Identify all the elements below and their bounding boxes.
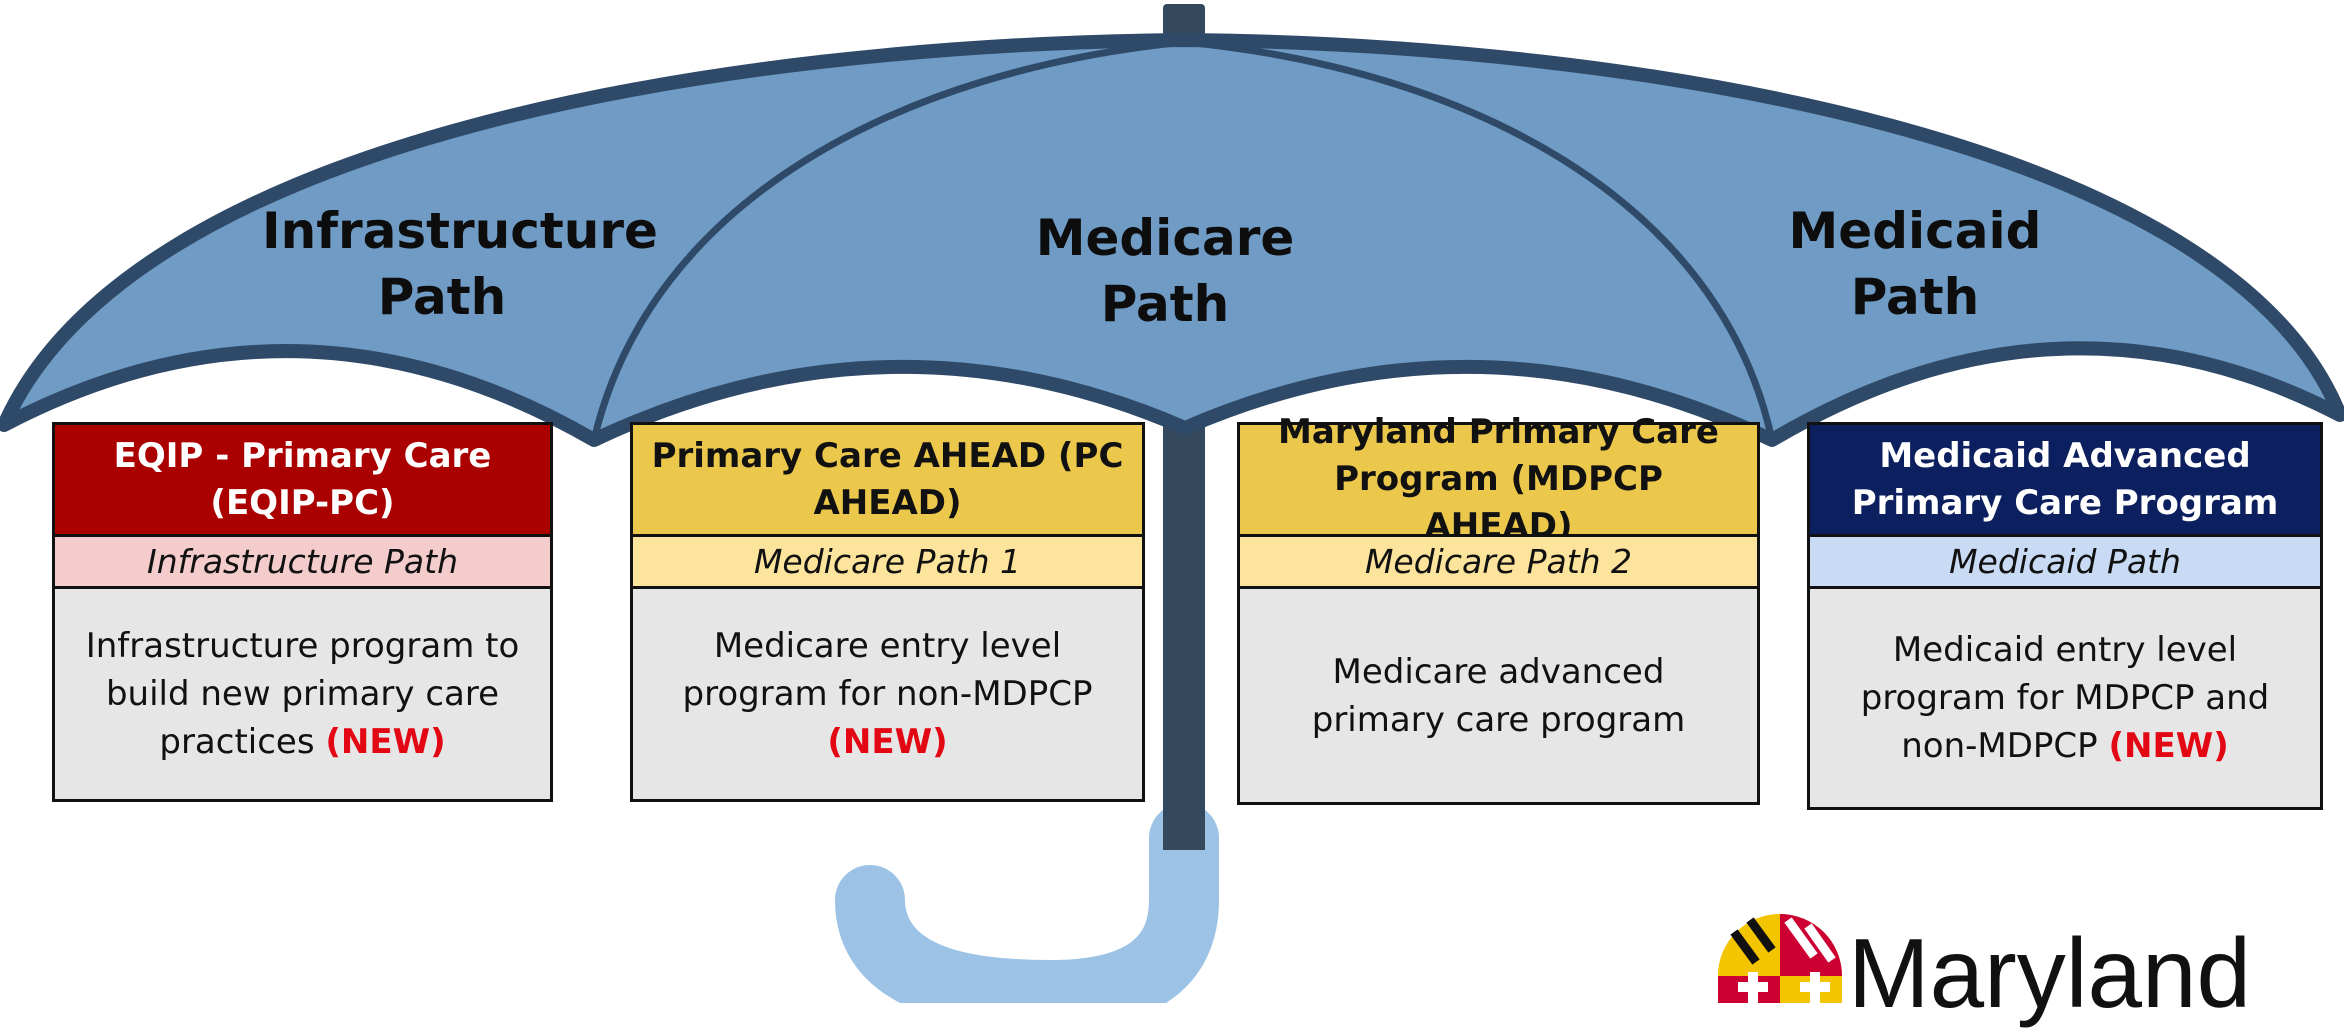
medicaid-path-title: Medicaid Path: [1788, 202, 2042, 326]
maryland-logo-text: Maryland: [1848, 918, 2252, 1028]
new-badge: (NEW): [2108, 726, 2229, 766]
new-badge: (NEW): [325, 722, 446, 762]
umbrella-handle: [835, 803, 1219, 1003]
program-card-medicaid: Medicaid Advanced Primary Care Program M…: [1807, 422, 2323, 810]
program-card-mdpcp: Maryland Primary Care Program (MDPCP AHE…: [1237, 412, 1760, 805]
program-description-text: Medicare entry level program for non-MDP…: [682, 626, 1093, 714]
maryland-flag-logo: [1718, 914, 1842, 1003]
program-description-text: Infrastructure program to build new prim…: [85, 626, 520, 762]
program-description: Infrastructure program to build new prim…: [55, 589, 550, 799]
program-path-label: Infrastructure Path: [55, 537, 550, 589]
umbrella-rib-right: [1184, 38, 1776, 441]
infrastructure-path-title: Infrastructure Path: [262, 202, 658, 326]
program-path-label: Medicare Path 2: [1240, 537, 1757, 589]
program-title: Medicaid Advanced Primary Care Program: [1810, 425, 2320, 537]
umbrella-canopy: [0, 33, 2344, 447]
program-card-eqip: EQIP - Primary Care (EQIP-PC) Infrastruc…: [52, 422, 553, 802]
program-title: Primary Care AHEAD (PC AHEAD): [633, 425, 1142, 537]
program-description: Medicare entry level program for non-MDP…: [633, 589, 1142, 799]
new-badge: (NEW): [827, 722, 948, 762]
program-description-text: Medicaid entry level program for MDPCP a…: [1860, 630, 2270, 766]
umbrella-graphic: [0, 4, 2344, 1003]
program-title: EQIP - Primary Care (EQIP-PC): [55, 425, 550, 537]
program-description-text: Medicare advanced primary care program: [1311, 651, 1686, 740]
umbrella-rib-left: [590, 38, 1186, 441]
program-path-label: Medicare Path 1: [633, 537, 1142, 589]
program-title: Maryland Primary Care Program (MDPCP AHE…: [1240, 412, 1757, 546]
program-description: Medicaid entry level program for MDPCP a…: [1810, 589, 2320, 807]
program-path-label: Medicaid Path: [1810, 537, 2320, 589]
program-description: Medicare advanced primary care program: [1240, 589, 1757, 802]
medicare-path-title: Medicare Path: [1035, 209, 1295, 333]
program-card-pc-ahead: Primary Care AHEAD (PC AHEAD) Medicare P…: [630, 422, 1145, 802]
